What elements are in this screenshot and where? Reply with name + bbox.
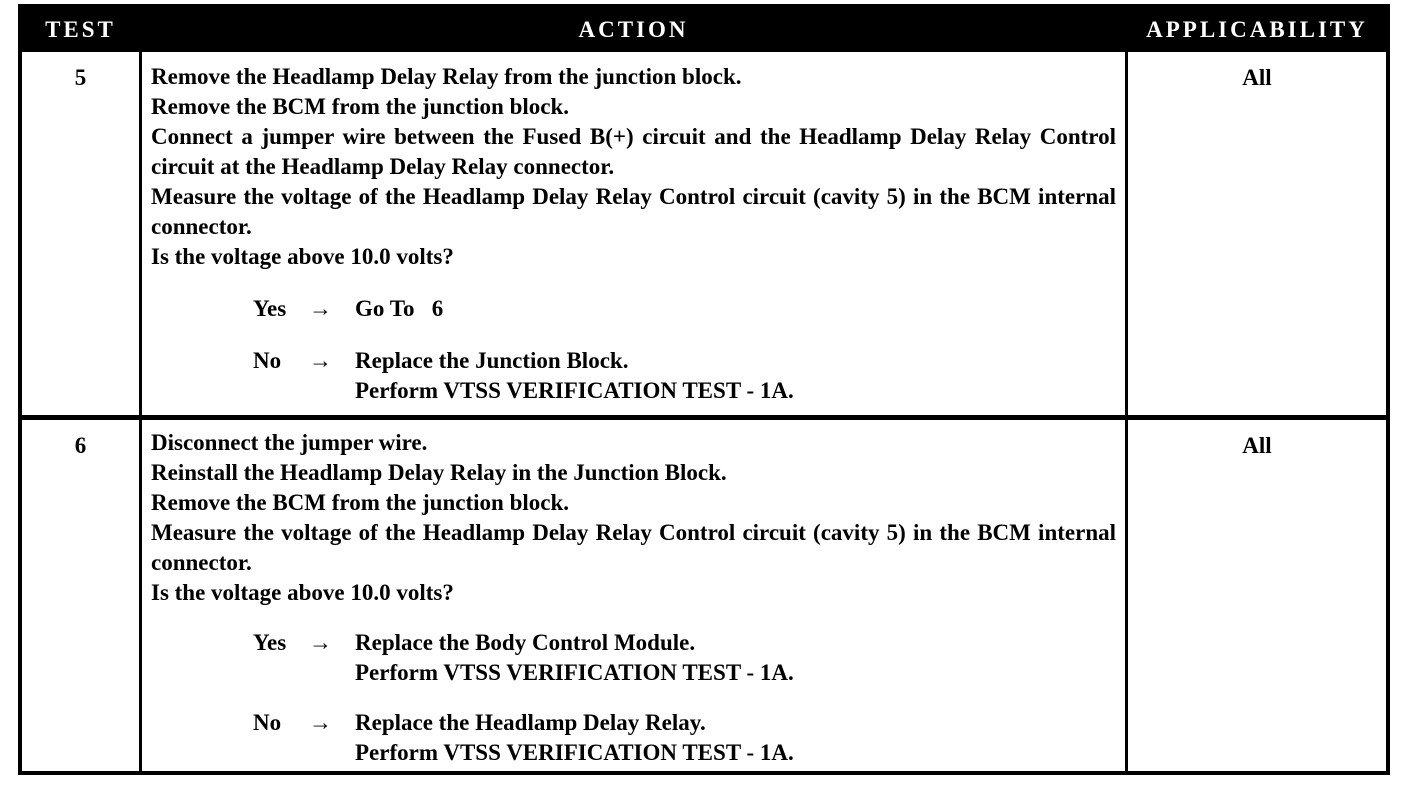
answer-result: Replace the Headlamp Delay Relay. Perfor… — [355, 708, 1116, 768]
action-step: Measure the voltage of the Headlamp Dela… — [151, 520, 1116, 575]
action-step: Remove the BCM from the junction block. — [151, 490, 569, 515]
action-steps: Remove the Headlamp Delay Relay from the… — [151, 62, 1116, 272]
test-number: 6 — [74, 433, 87, 458]
answer-label-no: No — [253, 348, 282, 373]
action-step: Reinstall the Headlamp Delay Relay in th… — [151, 460, 727, 485]
column-header-test: TEST — [45, 17, 116, 42]
right-arrow-icon: → — [309, 348, 332, 373]
answer-result-line: Perform VTSS VERIFICATION TEST - 1A. — [355, 378, 794, 403]
answer-result: Go To 6 — [355, 294, 1116, 324]
action-step: Remove the BCM from the junction block. — [151, 94, 569, 119]
answer-result-line: Replace the Junction Block. — [355, 348, 629, 373]
diagnostic-test-table: TEST ACTION APPLICABILITY 5 Remove the H… — [18, 4, 1390, 775]
action-step: Is the voltage above 10.0 volts? — [151, 580, 454, 605]
action-cell: Disconnect the jumper wire. Reinstall th… — [139, 420, 1128, 771]
right-arrow-icon: → — [309, 710, 332, 735]
answer-no: No → Replace the Junction Block. Perform… — [151, 346, 1116, 406]
answer-label-yes: Yes — [253, 296, 287, 321]
table-row-test-5: 5 Remove the Headlamp Delay Relay from t… — [22, 52, 1386, 415]
answer-yes: Yes → Replace the Body Control Module. P… — [151, 628, 1116, 688]
action-cell: Remove the Headlamp Delay Relay from the… — [139, 52, 1128, 415]
action-step: Connect a jumper wire between the Fused … — [151, 124, 1116, 179]
action-step: Measure the voltage of the Headlamp Dela… — [151, 184, 1116, 239]
column-header-action: ACTION — [578, 17, 689, 42]
answer-result: Replace the Body Control Module. Perform… — [355, 628, 1116, 688]
action-step: Disconnect the jumper wire. — [151, 430, 428, 455]
answer-result: Replace the Junction Block. Perform VTSS… — [355, 346, 1116, 406]
answer-yes: Yes → Go To 6 — [151, 294, 1116, 324]
answer-result-line: Replace the Headlamp Delay Relay. — [355, 710, 706, 735]
answer-label-no: No — [253, 710, 282, 735]
action-steps: Disconnect the jumper wire. Reinstall th… — [151, 428, 1116, 608]
table-row-test-6: 6 Disconnect the jumper wire. Reinstall … — [22, 415, 1386, 771]
applicability-value: All — [1242, 433, 1272, 458]
right-arrow-icon: → — [309, 630, 332, 655]
answer-result-line: Perform VTSS VERIFICATION TEST - 1A. — [355, 660, 794, 685]
table-header-row: TEST ACTION APPLICABILITY — [22, 8, 1386, 52]
answer-no: No → Replace the Headlamp Delay Relay. P… — [151, 708, 1116, 768]
action-step: Remove the Headlamp Delay Relay from the… — [151, 64, 742, 89]
column-header-applicability: APPLICABILITY — [1146, 17, 1368, 42]
right-arrow-icon: → — [309, 296, 332, 321]
applicability-value: All — [1242, 65, 1272, 90]
test-number: 5 — [74, 65, 87, 90]
answer-result-line: Perform VTSS VERIFICATION TEST - 1A. — [355, 740, 794, 765]
answer-label-yes: Yes — [253, 630, 287, 655]
answer-result-line: Go To 6 — [355, 296, 444, 321]
answer-result-line: Replace the Body Control Module. — [355, 630, 696, 655]
action-step: Is the voltage above 10.0 volts? — [151, 244, 454, 269]
